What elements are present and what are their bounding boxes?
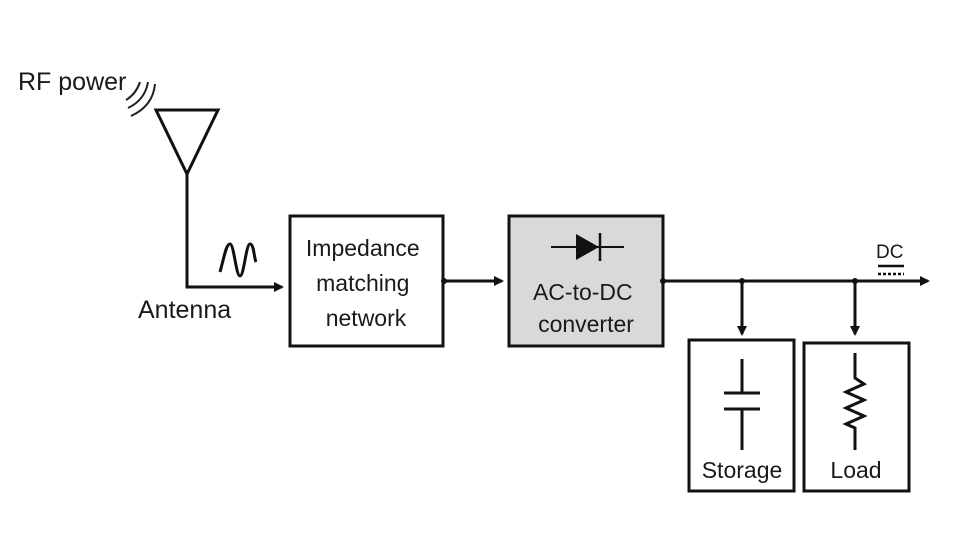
rf-power-label: RF power xyxy=(18,68,126,96)
ac-dc-converter-block xyxy=(507,214,665,348)
rf-waves-icon xyxy=(125,81,156,117)
dc-label: DC xyxy=(876,242,903,263)
antenna-label: Antenna xyxy=(138,296,231,324)
antenna-feed-line xyxy=(185,174,284,292)
storage-label: Storage xyxy=(702,457,783,483)
capacitor-icon xyxy=(724,359,760,450)
impedance-matching-block xyxy=(288,214,445,348)
antenna-icon xyxy=(153,108,221,178)
load-label: Load xyxy=(830,457,881,483)
ac-dc-converter-label: AC-to-DC converter xyxy=(533,279,639,337)
dc-symbol-icon xyxy=(878,264,904,276)
impedance-matching-label: Impedance matching network xyxy=(306,235,426,331)
diode-icon xyxy=(551,233,624,261)
resistor-icon xyxy=(842,353,868,450)
ac-signal-icon xyxy=(218,242,258,278)
